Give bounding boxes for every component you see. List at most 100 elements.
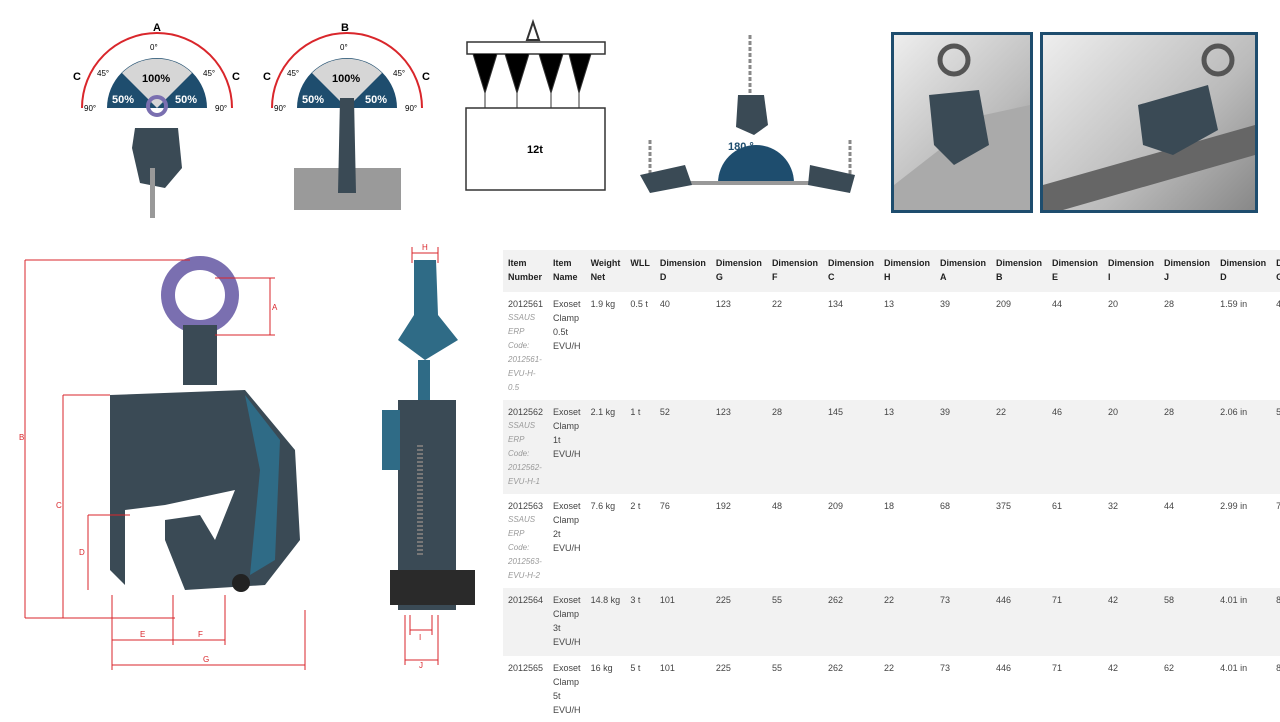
cell-g-in: 4.49 in	[1276, 299, 1280, 309]
label-c-right: C	[422, 71, 430, 83]
cell-d: 76	[659, 501, 670, 511]
cell-e: 46	[1047, 400, 1104, 494]
cell-d: 40	[659, 299, 670, 309]
cell-a: 39	[934, 400, 991, 494]
cell-j: 28	[1164, 299, 1175, 309]
cell-wll: 2 t	[630, 501, 641, 511]
label-c-left: C	[263, 71, 271, 83]
header-line: Name	[553, 272, 578, 282]
angle-90-right: 90°	[215, 104, 227, 113]
flip-180-diagram: 180 °	[640, 35, 855, 193]
header-line: F	[771, 272, 778, 282]
angle-45-right: 45°	[393, 69, 405, 78]
header-line: G	[715, 272, 723, 282]
side-dimension-drawing: H I J	[382, 243, 475, 670]
cell-i: 20	[1103, 400, 1160, 494]
header-line: Dimension	[827, 258, 874, 268]
angle-45-left: 45°	[287, 69, 299, 78]
angle-45-left: 45°	[97, 69, 109, 78]
angle-45-right: 45°	[203, 69, 215, 78]
cell-g-in: 7.58 in	[1276, 501, 1280, 511]
angle-0: 0°	[340, 43, 348, 52]
item-number: 2012565	[508, 663, 544, 673]
cell-c: 134	[827, 299, 843, 309]
pct-50-left: 50%	[112, 94, 134, 106]
flip-angle: 180 °	[728, 141, 754, 153]
cell-g-in: 5 in	[1271, 400, 1280, 494]
cell-weight: 1.9 kg	[590, 299, 616, 309]
cell-c: 145	[822, 400, 879, 494]
dim-label-h: H	[422, 243, 428, 252]
item-number: 2012561	[508, 299, 544, 309]
item-number: 2012562	[508, 407, 544, 417]
label-c-right: C	[232, 71, 240, 83]
header-line: Dimension	[715, 258, 762, 268]
cell-g: 225	[715, 663, 731, 673]
cell-weight: 14.8 kg	[585, 588, 626, 656]
label-c-left: C	[73, 71, 81, 83]
cell-weight: 16 kg	[590, 663, 613, 673]
header-line: Item	[553, 258, 572, 268]
dim-label-j: J	[419, 661, 423, 670]
cell-d: 101	[659, 663, 675, 673]
column-header[interactable]: WLL	[625, 250, 655, 292]
label-b: B	[341, 22, 349, 34]
leg-load-4: 3t	[573, 62, 583, 73]
dim-label-c: C	[56, 501, 62, 510]
cell-c: 262	[822, 588, 879, 656]
cell-d: 101	[654, 588, 711, 656]
cell-name: Exoset Clamp 3t EVU/H	[548, 588, 586, 656]
cell-g: 225	[710, 588, 767, 656]
cell-i: 42	[1108, 663, 1119, 673]
cell-wll: 0.5 t	[630, 299, 648, 309]
cell-a: 73	[939, 663, 950, 673]
cell-d-in: 2.99 in	[1220, 501, 1248, 511]
header-line: B	[996, 272, 1003, 282]
leg-load-1: 3t	[479, 62, 489, 73]
dim-label-a: A	[272, 303, 278, 312]
angle-90-right: 90°	[405, 104, 417, 113]
dim-label-g: G	[203, 655, 209, 664]
label-a: A	[153, 22, 161, 34]
header-line: Weight	[590, 258, 621, 268]
cell-b: 446	[996, 663, 1012, 673]
cell-g: 192	[715, 501, 731, 511]
spreader-beam-diagram: 3t 3t 3t 3t 12t	[465, 18, 606, 191]
header-line: WLL	[630, 258, 650, 268]
cell-d-in: 4.01 in	[1215, 588, 1272, 656]
header-line: Dimension	[1220, 258, 1267, 268]
cell-e: 61	[1052, 501, 1063, 511]
cell-d-in: 2.06 in	[1215, 400, 1272, 494]
angle-90-left: 90°	[274, 104, 286, 113]
cell-g: 123	[715, 299, 731, 309]
cell-b: 209	[996, 299, 1012, 309]
pct-100: 100%	[332, 73, 360, 85]
angle-diagram-b: B 0° 100% 50% 50% C C 45° 45° 90° 90°	[263, 22, 430, 210]
cell-e: 71	[1052, 663, 1063, 673]
dim-label-i: I	[419, 633, 421, 642]
dim-label-e: E	[140, 630, 145, 639]
header-line: Dimension	[1276, 258, 1280, 268]
cell-b: 22	[991, 400, 1048, 494]
cell-a: 73	[934, 588, 991, 656]
